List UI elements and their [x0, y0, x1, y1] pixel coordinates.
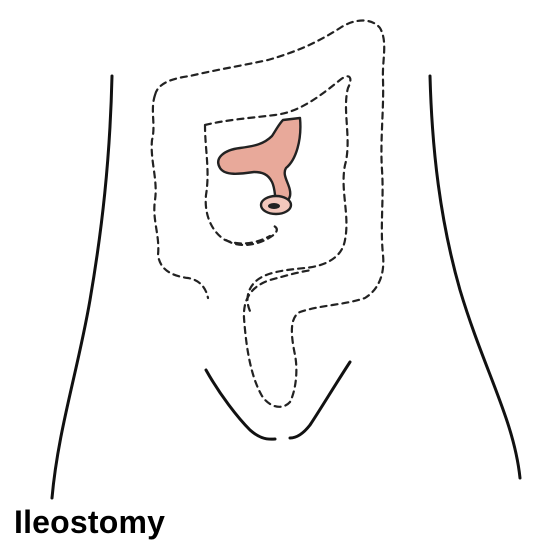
- ileum-stump: [224, 224, 278, 246]
- colon-outline-outer: [150, 19, 386, 408]
- torso-right-side: [428, 74, 522, 480]
- torso-left-side: [50, 74, 114, 500]
- groin-right-line: [288, 360, 352, 440]
- ileum-loop: [217, 116, 302, 209]
- stoma-opening: [268, 203, 280, 209]
- colon-outline-inner: [203, 75, 352, 317]
- caption-title: Ileostomy: [14, 504, 166, 540]
- groin-left-line: [204, 368, 277, 441]
